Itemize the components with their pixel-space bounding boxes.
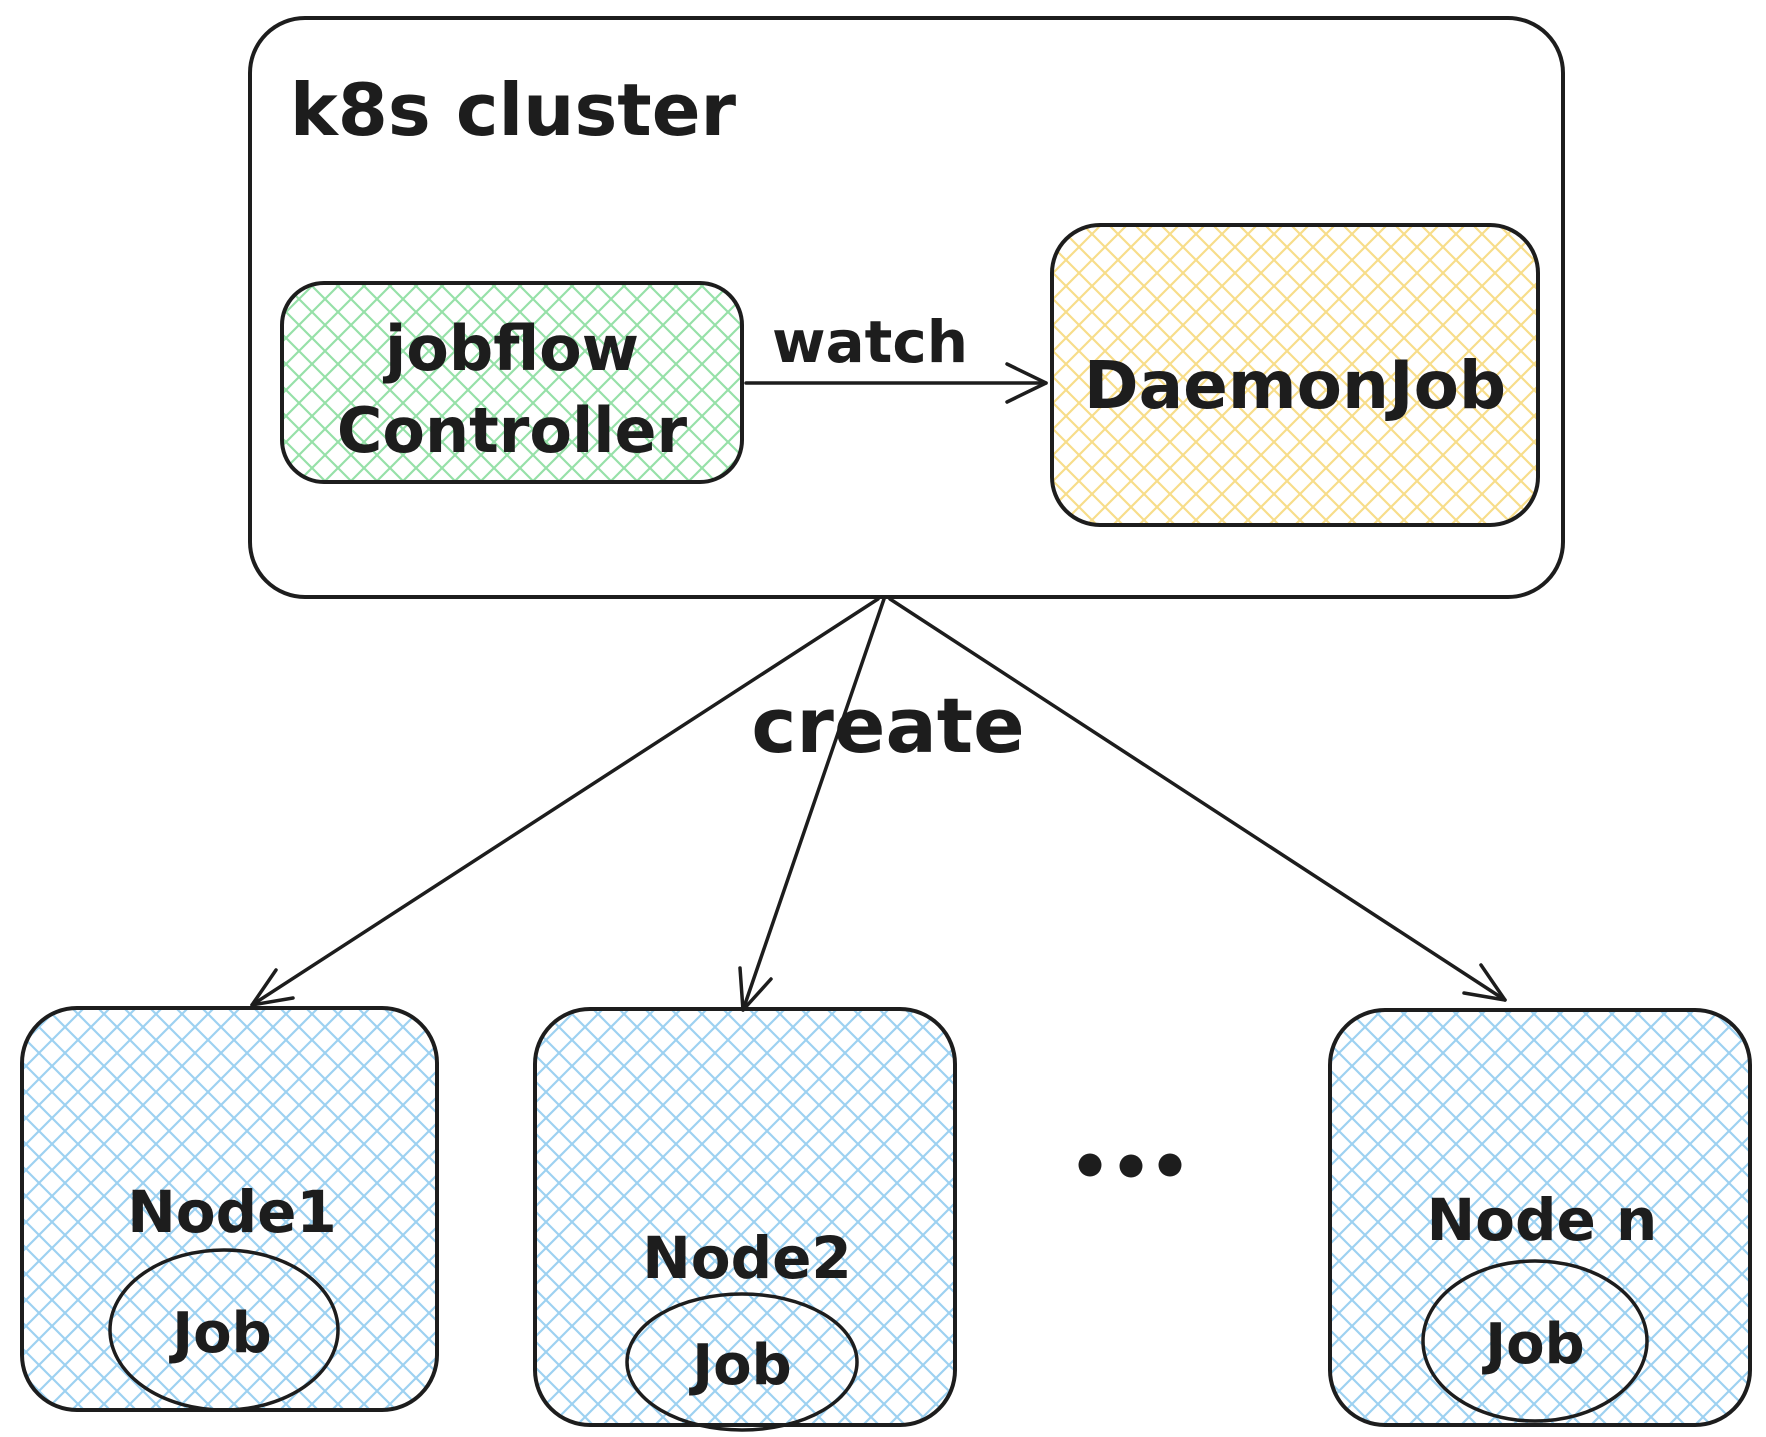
create-arrows-group: create: [250, 597, 1507, 1012]
watch-arrowhead-icon: [1005, 362, 1048, 404]
jobflow-controller-box: [280, 281, 744, 484]
node2-label: Node2: [642, 1224, 852, 1292]
daemonjob-label: DaemonJob: [1084, 347, 1506, 424]
node1-job-ellipse: [108, 1248, 340, 1412]
noden-label: Node n: [1427, 1186, 1658, 1254]
k8s-cluster-group: k8s cluster jobflow Controller watch Dae…: [248, 16, 1565, 599]
jobflow-controller-group: jobflow Controller: [280, 281, 744, 484]
ellipsis-dots: [1078, 1153, 1182, 1178]
node1-group: Node1 Job: [20, 1006, 439, 1412]
watch-arrow-label: watch: [772, 308, 968, 376]
k8s-cluster-label: k8s cluster: [290, 68, 737, 152]
noden-job-ellipse: [1421, 1259, 1649, 1423]
node2-box: [533, 1007, 957, 1427]
create-arrow-shaft-node2: [741, 597, 886, 1012]
create-arrowhead-noden-icon: [1462, 963, 1507, 1002]
noden-group: Node n Job: [1328, 1008, 1752, 1427]
daemonjob-group: DaemonJob: [1050, 223, 1540, 527]
node1-job-label: Job: [168, 1301, 271, 1366]
ellipsis-dot: [1158, 1153, 1182, 1177]
node2-job-ellipse: [625, 1292, 859, 1432]
watch-arrow: watch: [744, 308, 1048, 404]
create-arrowhead-node1-icon: [250, 968, 295, 1007]
ellipsis-dot: [1078, 1153, 1102, 1177]
daemonjob-box: [1050, 223, 1540, 527]
create-arrow-shaft-node1: [250, 597, 880, 1007]
create-arrows-label: create: [751, 681, 1024, 770]
node2-job-label: Job: [688, 1333, 791, 1398]
jobflow-controller-label-line1: jobflow: [382, 312, 639, 385]
jobflow-controller-label-line2: Controller: [337, 394, 688, 467]
noden-job-label: Job: [1481, 1312, 1584, 1377]
node2-group: Node2 Job: [533, 1007, 957, 1432]
create-arrow-shaft-noden: [888, 597, 1507, 1002]
ellipsis-dot: [1119, 1154, 1143, 1178]
node1-label: Node1: [127, 1178, 337, 1246]
